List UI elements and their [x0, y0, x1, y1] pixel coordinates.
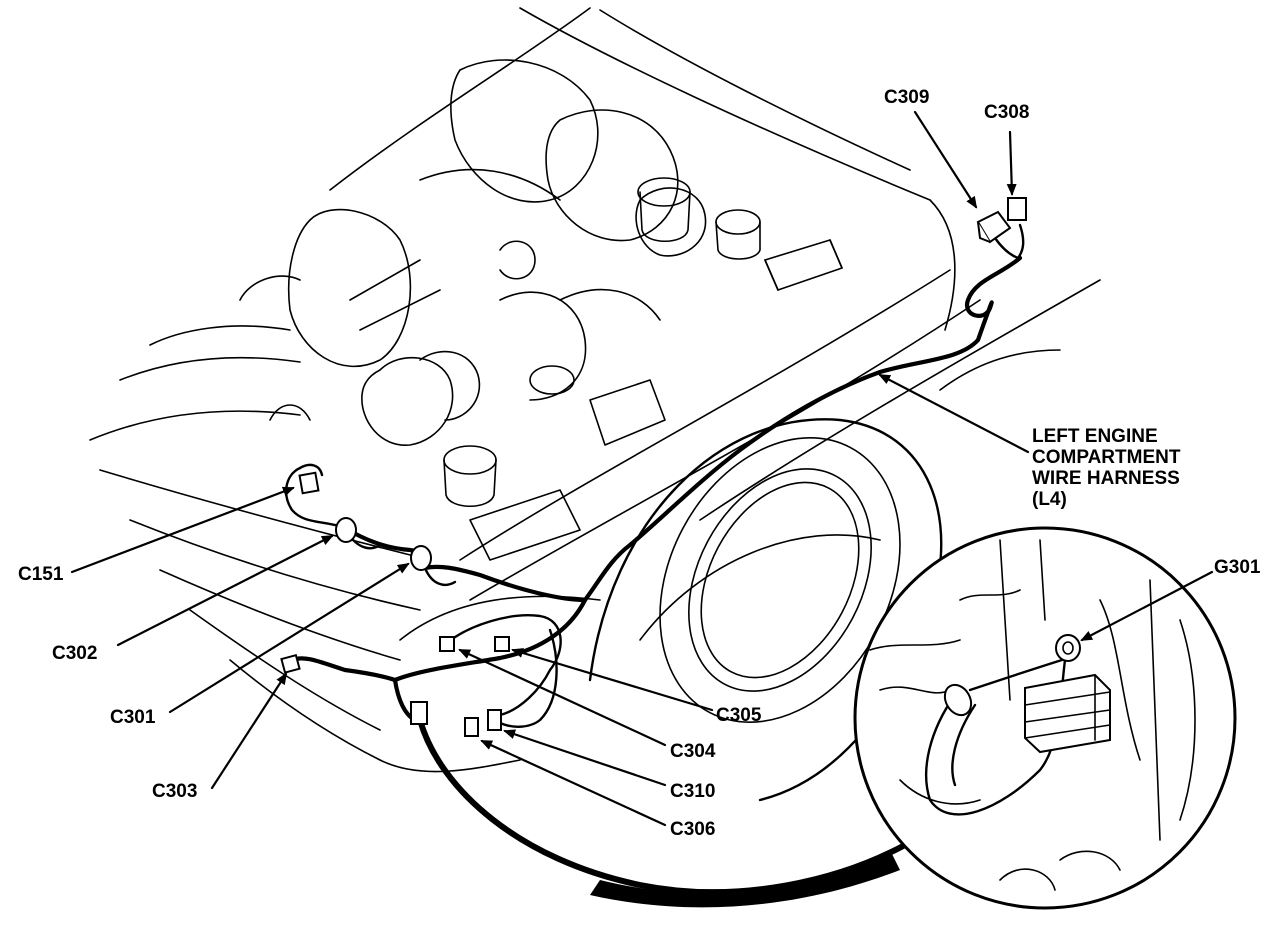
leader-arrows: [70, 110, 1214, 827]
label-c310: C310: [670, 781, 716, 802]
label-c305: C305: [716, 705, 762, 726]
label-c301: C301: [110, 707, 156, 728]
label-c302: C302: [52, 643, 98, 664]
harness-label-line2: COMPARTMENT: [1032, 447, 1181, 468]
label-c304: C304: [670, 741, 716, 762]
connector-bodies: [280, 197, 1027, 737]
harness-label-line3: WIRE HARNESS: [1032, 468, 1180, 489]
label-c309: C309: [884, 87, 930, 108]
label-c303: C303: [152, 781, 198, 802]
harness-label-line1: LEFT ENGINE: [1032, 426, 1158, 447]
label-c151: C151: [18, 564, 64, 585]
label-g301: G301: [1214, 557, 1261, 578]
wire-harness: [284, 223, 1025, 908]
label-c306: C306: [670, 819, 716, 840]
harness-label-line4: (L4): [1032, 489, 1067, 510]
label-c308: C308: [984, 102, 1030, 123]
harness-label: LEFT ENGINE COMPARTMENT WIRE HARNESS (L4…: [1032, 426, 1180, 510]
inset-detail: [853, 526, 1237, 910]
engine-components: [239, 59, 843, 561]
